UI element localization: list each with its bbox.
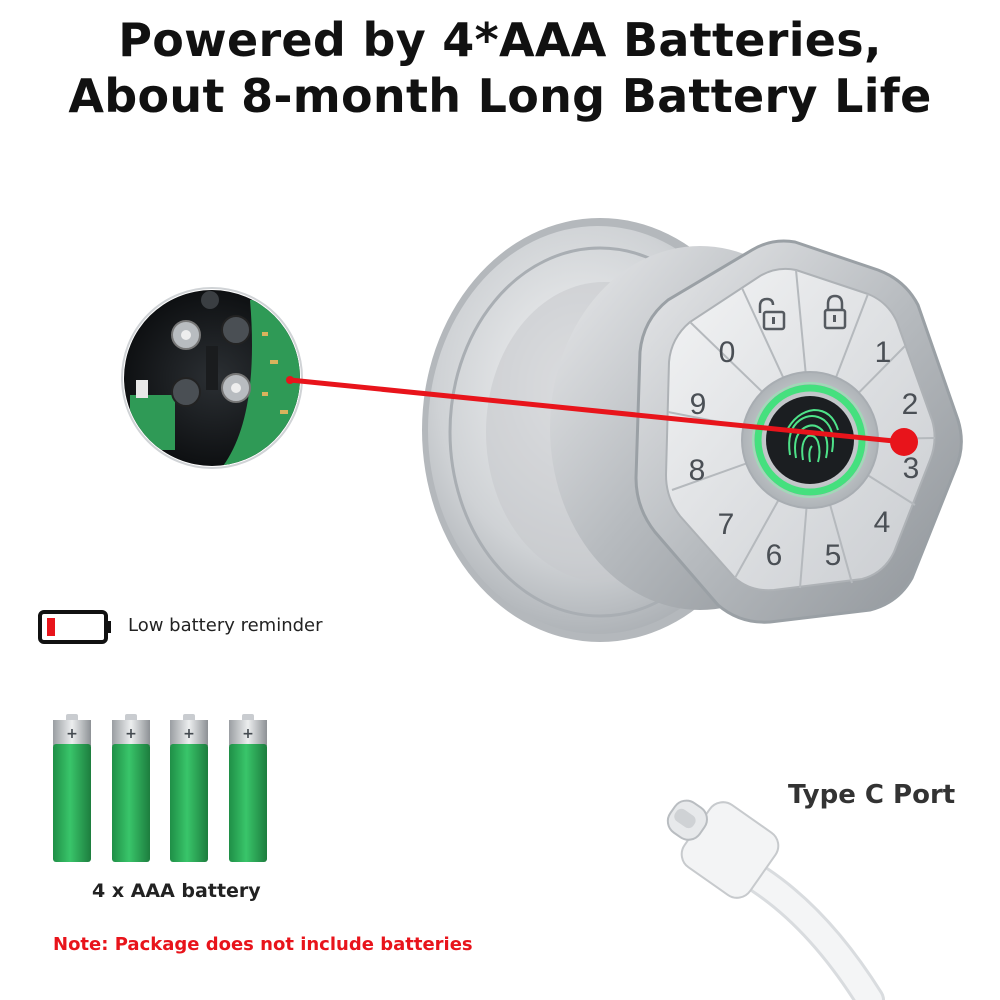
- key-7[interactable]: 7: [718, 508, 735, 541]
- battery-2: [112, 714, 150, 862]
- fingerprint-sensor[interactable]: [741, 371, 879, 509]
- battery-2-plus: +: [125, 726, 137, 742]
- battery-pointer: [286, 376, 918, 456]
- key-0[interactable]: 0: [719, 336, 736, 369]
- battery-4-plus: +: [242, 726, 254, 742]
- key-2[interactable]: 2: [902, 388, 919, 421]
- key-9[interactable]: 9: [690, 388, 707, 421]
- battery-1-plus: +: [66, 726, 78, 742]
- battery-count-caption: 4 x AAA battery: [92, 880, 261, 902]
- key-8[interactable]: 8: [689, 454, 706, 487]
- low-battery-icon: [38, 610, 111, 644]
- type-c-caption: Type C Port: [788, 780, 956, 810]
- headline: Powered by 4*AAA Batteries, About 8-mont…: [0, 12, 1000, 124]
- aaa-batteries: + + + +: [53, 714, 267, 862]
- battery-1: [53, 714, 91, 862]
- key-6[interactable]: 6: [766, 539, 783, 572]
- battery-3: [170, 714, 208, 862]
- locked-padlock-icon: [823, 294, 847, 330]
- unlocked-padlock-icon: [758, 297, 786, 331]
- type-c-cable: [666, 799, 885, 1000]
- headline-line-2: About 8-month Long Battery Life: [68, 69, 932, 123]
- low-battery-caption: Low battery reminder: [128, 615, 323, 636]
- key-1[interactable]: 1: [875, 336, 892, 369]
- keypad-digits: 0 1 2 3 4 5 6 7 8 9: [689, 336, 920, 572]
- key-4[interactable]: 4: [874, 506, 891, 539]
- key-5[interactable]: 5: [825, 539, 842, 572]
- battery-3-plus: +: [183, 726, 195, 742]
- battery-compartment-inset: [121, 287, 303, 469]
- key-3[interactable]: 3: [903, 452, 920, 485]
- package-note: Note: Package does not include batteries: [53, 934, 473, 955]
- battery-4: [229, 714, 267, 862]
- headline-line-1: Powered by 4*AAA Batteries,: [118, 13, 882, 67]
